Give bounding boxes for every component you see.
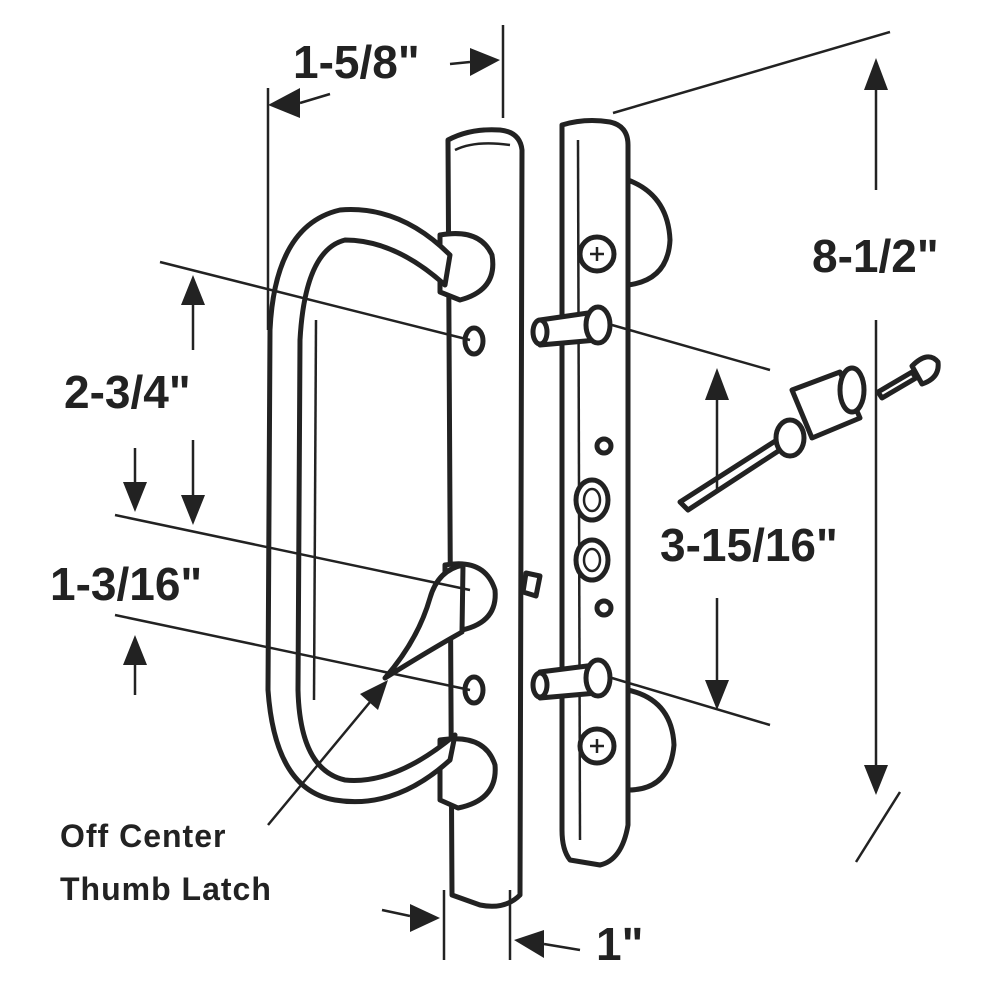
pull-grip bbox=[265, 207, 458, 805]
upper-mount-hole bbox=[462, 325, 486, 357]
lower-boss bbox=[437, 736, 498, 811]
interior-plate bbox=[530, 118, 677, 868]
key-cylinder bbox=[677, 365, 867, 513]
lower-bumper bbox=[625, 687, 677, 793]
exterior-handle bbox=[265, 127, 543, 909]
mount-spacing-label: 3-15/16" bbox=[660, 519, 838, 571]
lower-mount-post bbox=[530, 657, 613, 701]
callout-line-2: Thumb Latch bbox=[60, 871, 272, 907]
cylinder-tailpiece bbox=[677, 435, 789, 513]
dimension-arrows bbox=[123, 48, 888, 958]
upper-boss bbox=[437, 231, 496, 303]
latch-offset-label: 1-3/16" bbox=[50, 558, 202, 610]
depth-label: 1-5/8" bbox=[293, 36, 420, 88]
upper-screw bbox=[577, 234, 617, 274]
thumb-latch-lever bbox=[382, 562, 466, 681]
lower-screw bbox=[577, 726, 617, 766]
upper-mount-post bbox=[530, 304, 613, 348]
extension-lines bbox=[114, 25, 902, 960]
key-icon bbox=[875, 354, 941, 401]
exterior-plate bbox=[445, 127, 525, 909]
height-label: 8-1/2" bbox=[812, 230, 939, 282]
latch-mechanism bbox=[573, 436, 614, 618]
hole-spacing-label: 2-3/4" bbox=[64, 366, 191, 418]
callout-line-1: Off Center bbox=[60, 818, 226, 854]
latch-tab bbox=[520, 570, 543, 599]
width-label: 1" bbox=[596, 918, 643, 970]
upper-bumper bbox=[625, 177, 673, 288]
